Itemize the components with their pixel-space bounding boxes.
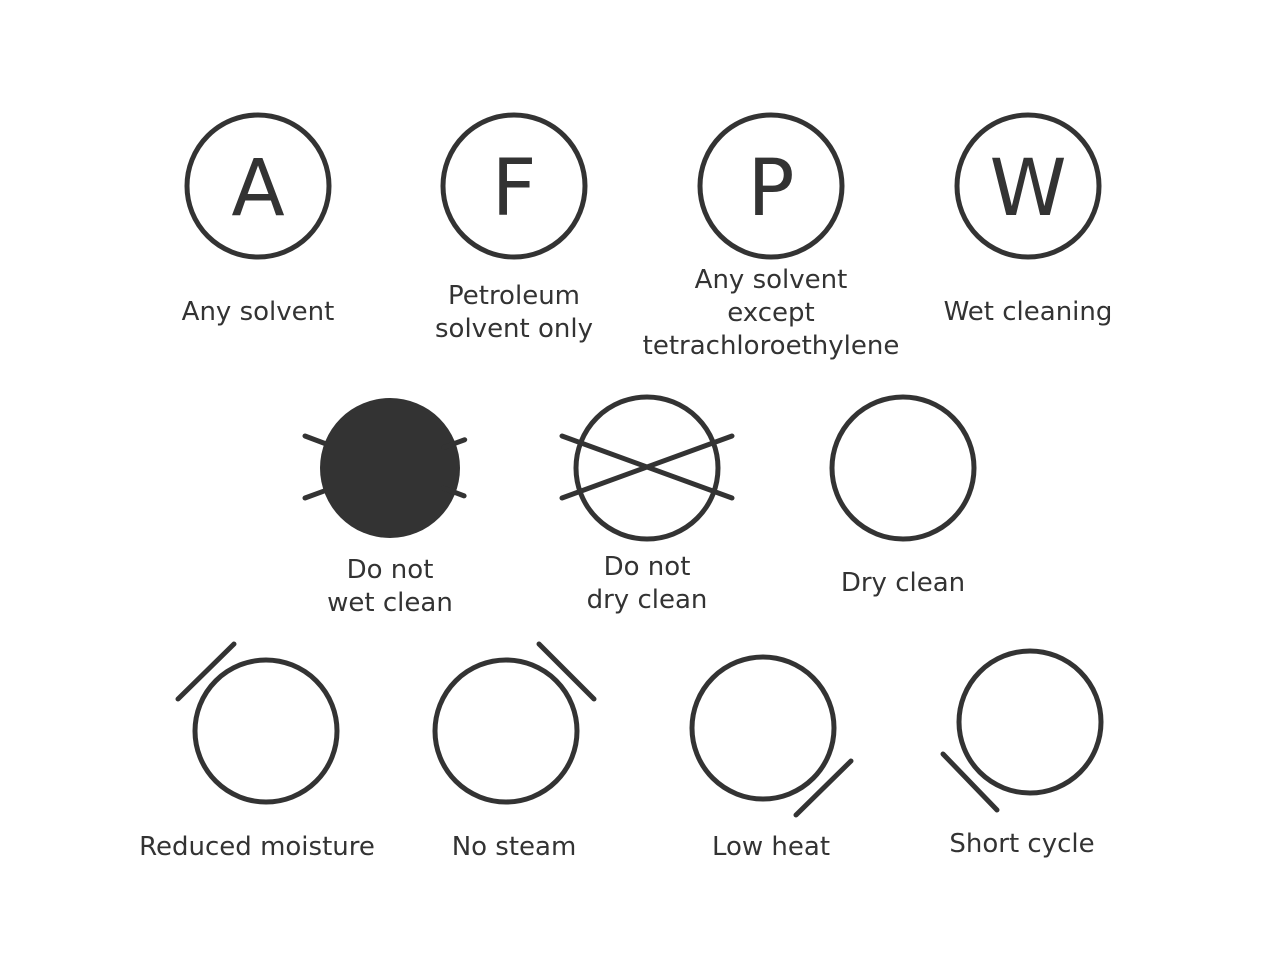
svg-text:P: P <box>747 144 794 234</box>
label-any-solvent-except-tetrachloroethylene: Any solvent except tetrachloroethylene <box>642 265 900 361</box>
label-reduced-moisture: Reduced moisture <box>139 832 375 862</box>
label-do-not-wet-clean: Do not wet clean <box>327 555 453 618</box>
label-no-steam: No steam <box>451 832 577 862</box>
svg-text:F: F <box>492 144 537 234</box>
label-any-solvent: Any solvent <box>181 297 335 327</box>
label-low-heat: Low heat <box>711 832 831 862</box>
svg-text:A: A <box>231 144 284 234</box>
svg-text:W: W <box>989 144 1066 234</box>
label-wet-cleaning: Wet cleaning <box>943 297 1113 327</box>
label-short-cycle: Short cycle <box>949 829 1095 859</box>
label-do-not-dry-clean: Do not dry clean <box>586 552 708 615</box>
label-petroleum-solvent-only: Petroleum solvent only <box>435 281 593 344</box>
label-dry-clean: Dry clean <box>840 568 966 598</box>
